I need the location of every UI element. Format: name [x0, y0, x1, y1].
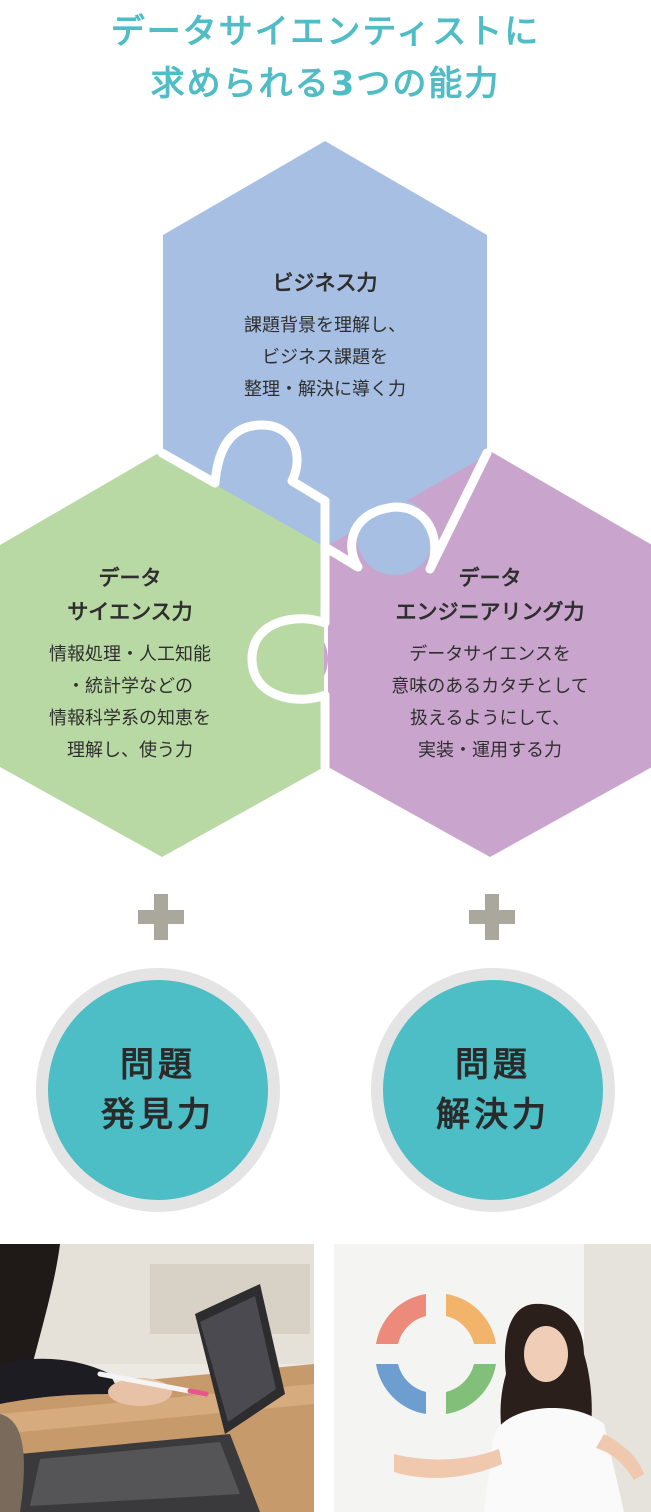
engineering-line: 意味のあるカタチとして: [391, 676, 589, 697]
photo-tablet-work: [0, 1244, 314, 1512]
science-line: 情報科学系の知恵を: [49, 708, 211, 729]
business-line: ビジネス課題を: [262, 347, 388, 368]
circle-label: 発見力: [101, 1095, 215, 1135]
engineering-line: 扱えるようにして、: [409, 708, 571, 729]
engineering-description: データサイエンスを 意味のあるカタチとして 扱えるようにして、 実装・運用する力: [362, 639, 618, 767]
science-heading-line: サイエンス力: [67, 600, 193, 624]
photo-presentation: [334, 1244, 651, 1512]
science-line: 情報処理・人工知能: [49, 644, 211, 665]
engineering-heading-line: データ: [458, 566, 522, 590]
engineering-line: 実装・運用する力: [418, 740, 562, 761]
business-text: ビジネス力 課題背景を理解し、 ビジネス課題を 整理・解決に導く力: [195, 266, 455, 406]
science-line: 理解し、使う力: [67, 740, 193, 761]
puzzle-seams: [157, 420, 492, 772]
problem-solving-circle: 問題 解決力: [371, 968, 615, 1212]
problem-discovery-circle: 問題 発見力: [36, 968, 280, 1212]
business-line: 整理・解決に導く力: [244, 379, 406, 400]
engineering-heading: データ エンジニアリング力: [362, 561, 618, 629]
business-line: 課題背景を理解し、: [244, 315, 406, 336]
puzzle-diagram: [0, 141, 651, 857]
title-line-1: データサイエンティストに: [110, 12, 541, 52]
science-heading-line: データ: [98, 566, 162, 590]
science-heading: データ サイエンス力: [20, 561, 240, 629]
business-description: 課題背景を理解し、 ビジネス課題を 整理・解決に導く力: [195, 310, 455, 406]
business-heading: ビジネス力: [272, 271, 378, 295]
engineering-line: データサイエンスを: [409, 644, 571, 665]
circle-label: 問題: [120, 1045, 196, 1085]
science-description: 情報処理・人工知能 ・統計学などの 情報科学系の知恵を 理解し、使う力: [20, 639, 240, 767]
circle-label: 問題: [455, 1045, 531, 1085]
circle-label: 解決力: [436, 1095, 550, 1135]
plus-icon: [469, 894, 515, 940]
science-text: データ サイエンス力 情報処理・人工知能 ・統計学などの 情報科学系の知恵を 理…: [20, 561, 240, 767]
engineering-text: データ エンジニアリング力 データサイエンスを 意味のあるカタチとして 扱えるよ…: [362, 561, 618, 767]
plus-icon: [138, 894, 184, 940]
engineering-heading-line: エンジニアリング力: [395, 600, 585, 624]
page-title: データサイエンティストに 求められる3つの能力: [0, 6, 651, 110]
science-line: ・統計学などの: [67, 676, 193, 697]
title-line-2: 求められる3つの能力: [150, 64, 501, 104]
business-hexagon: [163, 141, 487, 575]
